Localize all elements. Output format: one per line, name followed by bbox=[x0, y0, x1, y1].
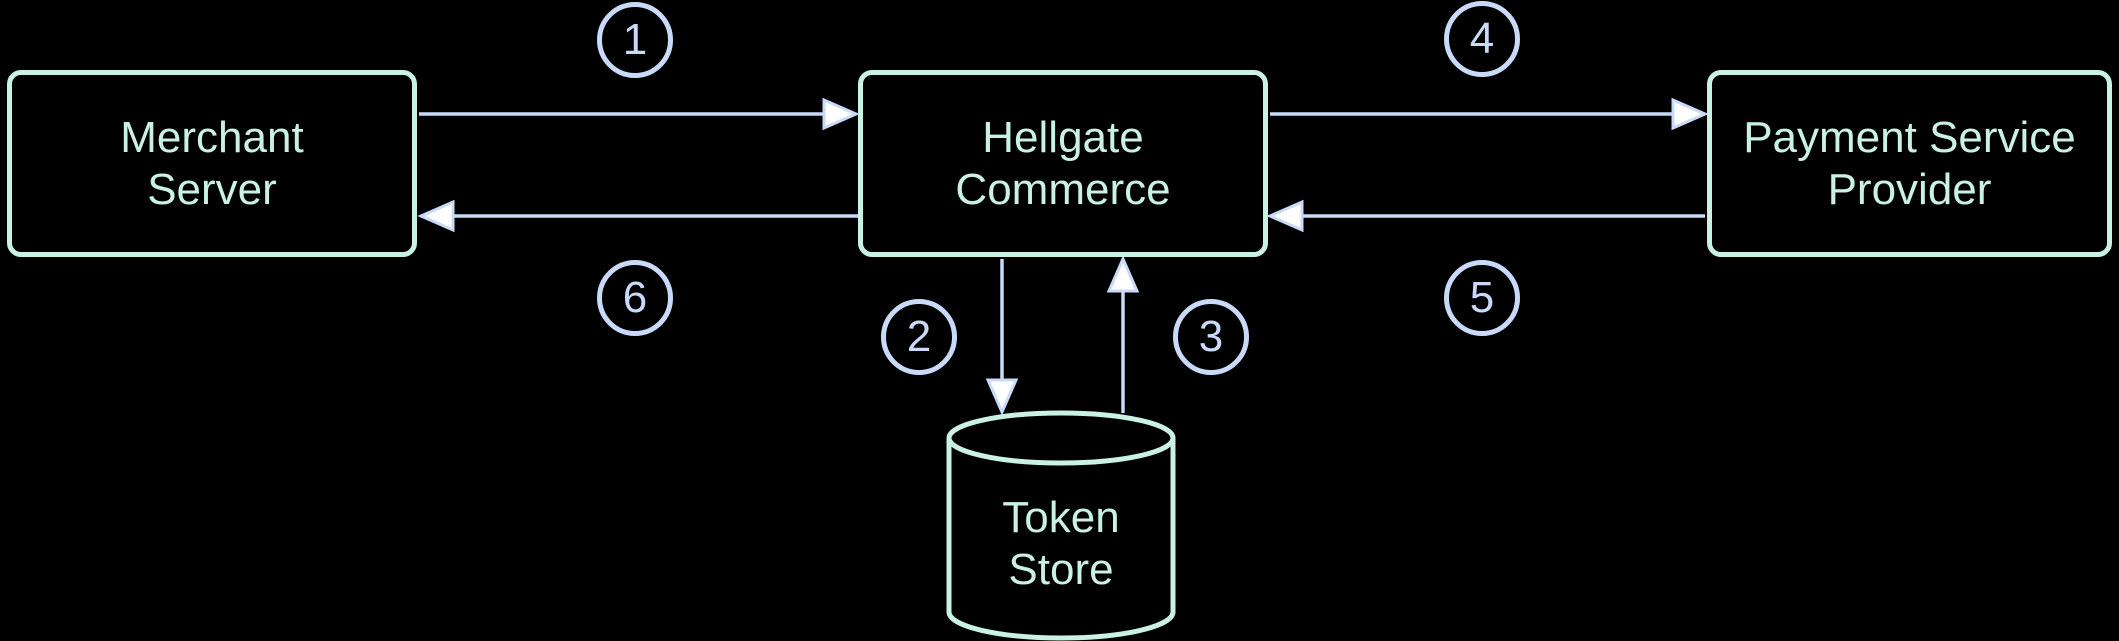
node-label-line: Provider bbox=[1827, 164, 1992, 214]
flow-arrow-step-1 bbox=[419, 97, 860, 131]
step-number: 1 bbox=[622, 15, 648, 64]
flow-arrow-step-4 bbox=[1270, 97, 1709, 131]
step-badge-2: 2 bbox=[881, 299, 957, 375]
step-badge-4: 4 bbox=[1444, 1, 1520, 77]
flow-arrow-step-2 bbox=[985, 259, 1019, 416]
node-label-line: Store bbox=[1008, 545, 1114, 594]
step-number: 5 bbox=[1469, 273, 1495, 322]
step-badge-6: 6 bbox=[597, 260, 673, 336]
flow-arrow-step-5 bbox=[1266, 199, 1705, 233]
arrowhead-right-icon bbox=[1671, 97, 1709, 131]
step-badge-5: 5 bbox=[1444, 260, 1520, 336]
node-label-line: Hellgate bbox=[982, 112, 1144, 162]
arrowhead-left-icon bbox=[1266, 199, 1304, 233]
step-number: 3 bbox=[1198, 312, 1224, 361]
node-label-line: Server bbox=[147, 164, 277, 214]
step-number: 2 bbox=[906, 312, 932, 361]
arrowhead-right-icon bbox=[822, 97, 860, 131]
step-number: 4 bbox=[1469, 14, 1495, 63]
arrowhead-up-icon bbox=[1106, 255, 1140, 293]
node-payment-service-provider: Payment Service Provider bbox=[1707, 70, 2112, 257]
flow-arrow-step-3 bbox=[1106, 255, 1140, 413]
node-token-store: Token Store bbox=[949, 492, 1173, 596]
node-label-line: Merchant bbox=[120, 112, 304, 162]
node-merchant-server: Merchant Server bbox=[7, 70, 417, 257]
arrowhead-down-icon bbox=[985, 378, 1019, 416]
cylinder-top bbox=[946, 410, 1176, 466]
node-hellgate-commerce: Hellgate Commerce bbox=[858, 70, 1268, 257]
node-label-line: Commerce bbox=[955, 164, 1171, 214]
node-label-line: Token bbox=[1002, 493, 1120, 542]
step-badge-1: 1 bbox=[597, 2, 673, 78]
node-label-line: Payment Service bbox=[1743, 112, 2076, 162]
arrowhead-left-icon bbox=[417, 199, 455, 233]
step-badge-3: 3 bbox=[1173, 299, 1249, 375]
step-number: 6 bbox=[622, 273, 648, 322]
